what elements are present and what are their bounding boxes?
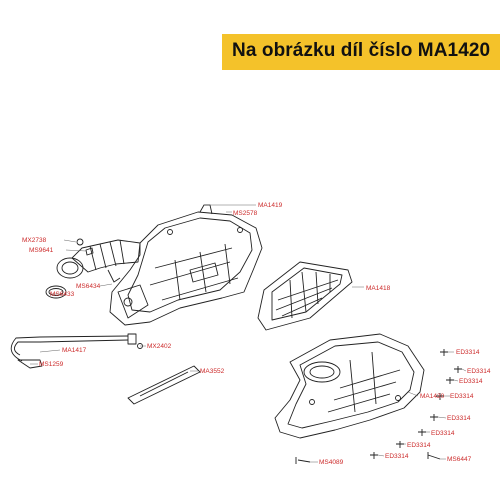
label-ms6433: MS6433	[50, 291, 75, 298]
label-ms1259: MS1259	[39, 361, 64, 368]
screw-set-ed3314	[370, 349, 462, 459]
screw-ms6447	[427, 452, 441, 460]
label-ms4089: MS4089	[319, 459, 344, 466]
air-filter-drawing	[257, 261, 353, 331]
hose-clamp-drawing	[45, 285, 67, 299]
label-ma3552: MA3552	[200, 368, 225, 375]
clip-ms9641	[85, 247, 94, 256]
label-ma1420: MA1420	[420, 393, 445, 400]
part-number-banner: Na obrázku díl číslo MA1420	[222, 34, 500, 70]
airbox-cover-drawing	[274, 333, 425, 439]
banner-text: Na obrázku díl číslo MA1420	[232, 40, 491, 61]
label-ed3314: ED3314	[431, 430, 455, 437]
airbox-housing-drawing	[109, 204, 263, 326]
label-ms9641: MS9641	[29, 247, 54, 254]
label-ed3314: ED3314	[447, 415, 471, 422]
label-ed3314: ED3314	[459, 378, 483, 385]
label-ma1418: MA1418	[366, 285, 391, 292]
screw-ms4089	[295, 457, 311, 464]
screw-mx2738	[76, 238, 84, 246]
label-ed3314: ED3314	[450, 393, 474, 400]
label-ms2578: MS2578	[233, 210, 258, 217]
drain-hose-drawing	[10, 333, 137, 369]
label-ed3314: ED3314	[456, 349, 480, 356]
label-mx2738: MX2738	[22, 237, 47, 244]
label-ma1417: MA1417	[62, 347, 87, 354]
leader-lines	[30, 204, 467, 463]
label-ed3314: ED3314	[467, 368, 491, 375]
label-ma1419: MA1419	[258, 202, 283, 209]
label-mx2402: MX2402	[147, 343, 172, 350]
label-ed3314: ED3314	[385, 453, 409, 460]
seal-strip-drawing	[127, 365, 201, 405]
label-ms6447: MS6447	[447, 456, 472, 463]
label-ms6434: MS6434	[76, 283, 101, 290]
intake-duct-drawing	[56, 239, 141, 283]
label-ed3314: ED3314	[407, 442, 431, 449]
